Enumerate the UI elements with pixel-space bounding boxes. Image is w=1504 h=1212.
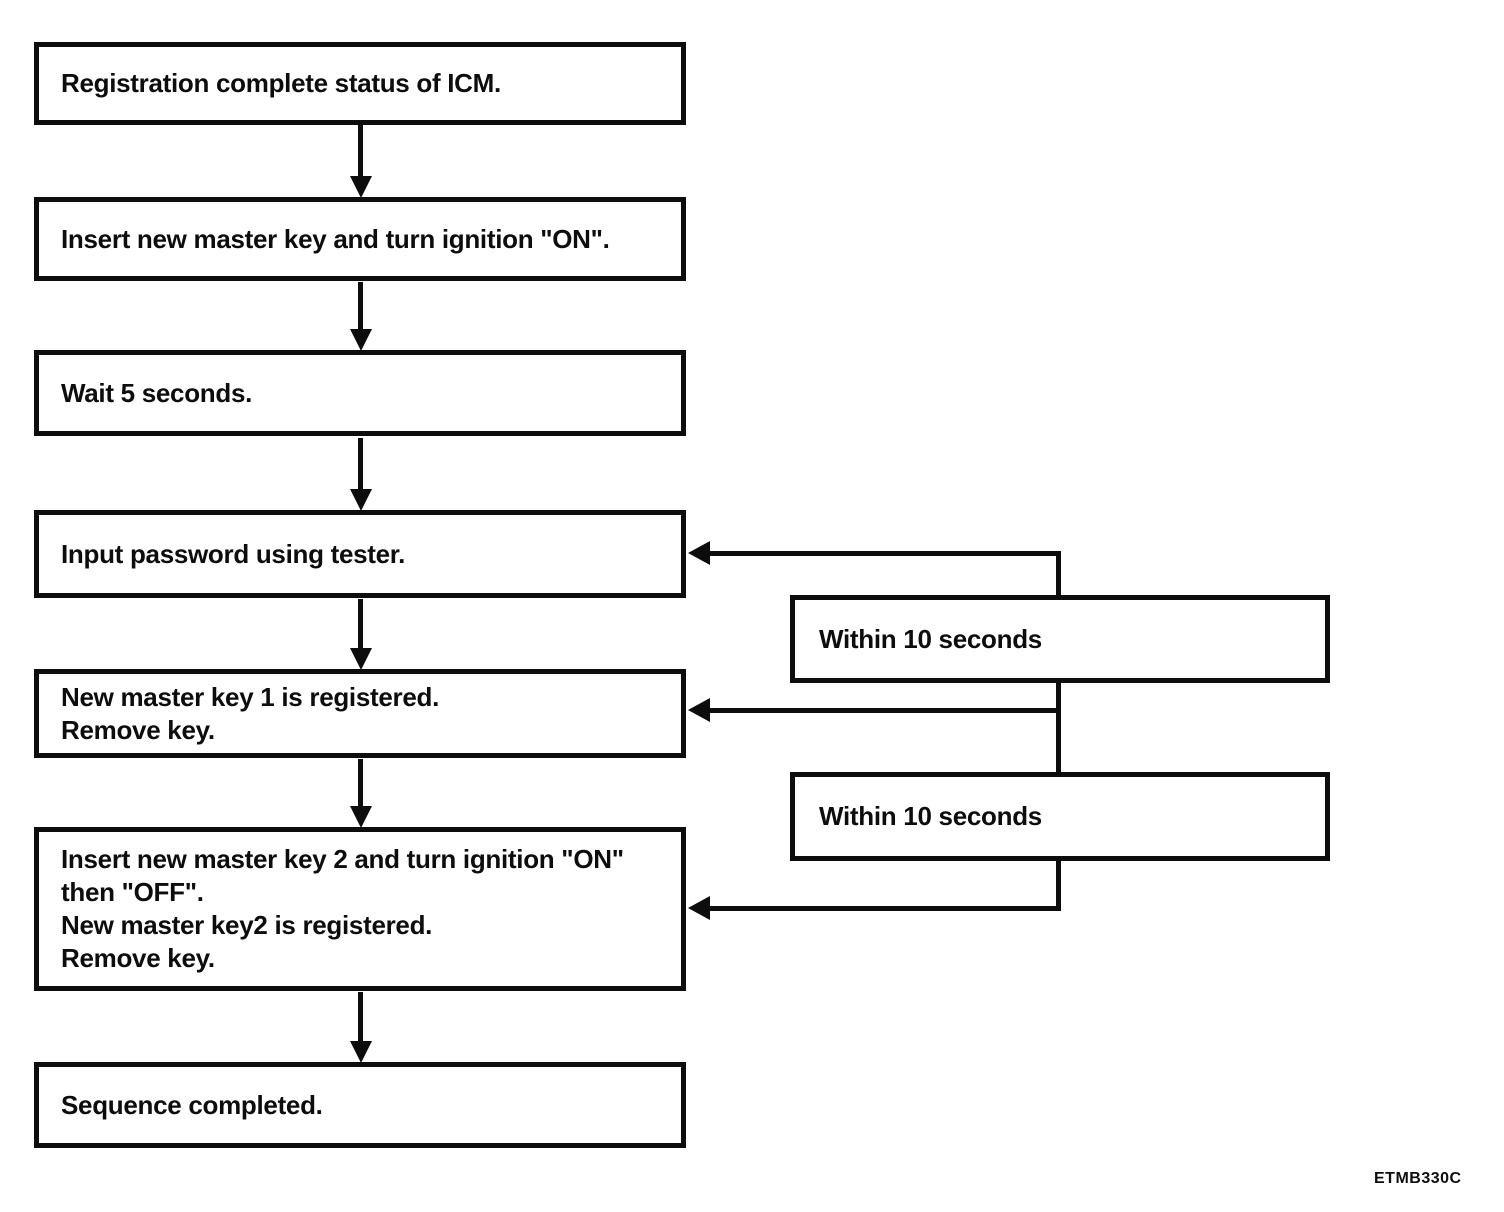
down-arrow-connector-4 <box>358 599 363 650</box>
timing-branch-to-input-password <box>708 551 1061 556</box>
figure-code-label: ETMB330C <box>1374 1170 1462 1187</box>
annotation-box-within-10-seconds-2: Within 10 seconds <box>790 772 1330 861</box>
flow-box-text: New master key2 is registered. <box>61 910 433 940</box>
down-arrow-connector-2 <box>358 282 363 332</box>
flow-box-text: Remove key. <box>61 714 215 745</box>
timing-branch-to-insert-key-2 <box>708 906 1061 911</box>
down-arrowhead-icon <box>350 806 372 828</box>
down-arrow-connector-1 <box>358 125 363 180</box>
flow-box-text: New master key 1 is registered. <box>61 681 440 712</box>
annotation-box-within-10-seconds-1: Within 10 seconds <box>790 595 1330 683</box>
down-arrow-connector-3 <box>358 438 363 491</box>
flow-box-text: Insert new master key 2 and turn ignitio… <box>61 844 624 874</box>
down-arrow-connector-6 <box>358 992 363 1044</box>
flow-box-text: Wait 5 seconds. <box>61 377 253 408</box>
left-arrowhead-icon <box>688 541 710 565</box>
left-arrowhead-icon <box>688 698 710 722</box>
flow-box-input-password: Input password using tester. <box>34 510 686 598</box>
flow-box-wait-5-seconds: Wait 5 seconds. <box>34 350 686 436</box>
down-arrowhead-icon <box>350 648 372 670</box>
flow-box-sequence-completed: Sequence completed. <box>34 1062 686 1148</box>
flow-box-text: Insert new master key and turn ignition … <box>61 223 610 254</box>
flow-box-registration-complete: Registration complete status of ICM. <box>34 42 686 125</box>
down-arrowhead-icon <box>350 329 372 351</box>
down-arrowhead-icon <box>350 489 372 511</box>
timing-branch-to-key1-registered <box>708 708 1061 713</box>
flow-box-insert-master-key-2: Insert new master key 2 and turn ignitio… <box>34 827 686 991</box>
flow-box-text: Input password using tester. <box>61 538 406 569</box>
annotation-text: Within 10 seconds <box>819 801 1042 831</box>
annotation-text: Within 10 seconds <box>819 623 1042 654</box>
flow-box-text: Remove key. <box>61 943 215 973</box>
timing-connector-trunk <box>1056 551 1061 911</box>
flow-box-insert-master-key-1: Insert new master key and turn ignition … <box>34 197 686 281</box>
flow-box-text: Sequence completed. <box>61 1089 323 1120</box>
down-arrowhead-icon <box>350 1041 372 1063</box>
down-arrow-connector-5 <box>358 759 363 808</box>
down-arrowhead-icon <box>350 176 372 198</box>
flow-box-text: then "OFF". <box>61 877 204 907</box>
left-arrowhead-icon <box>688 896 710 920</box>
flow-box-text: Registration complete status of ICM. <box>61 68 501 98</box>
flow-box-key1-registered: New master key 1 is registered. Remove k… <box>34 669 686 758</box>
